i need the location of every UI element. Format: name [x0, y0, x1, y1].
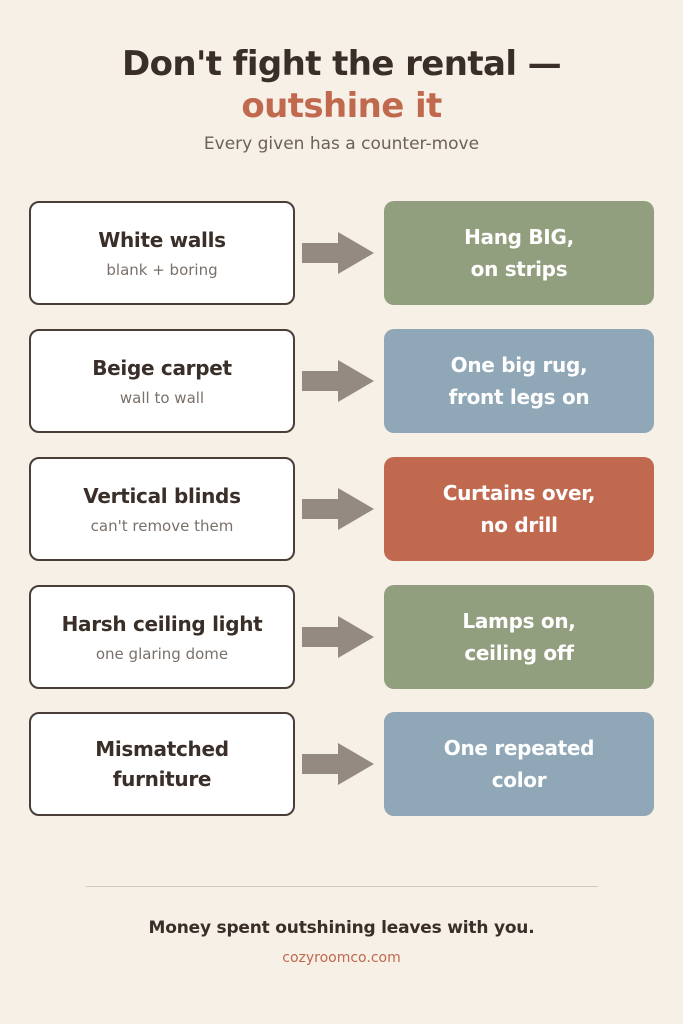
given-card: White walls blank + boring: [29, 201, 295, 305]
given-card: Beige carpet wall to wall: [29, 329, 295, 433]
comparison-row: Harsh ceiling light one glaring dome Lamps…: [29, 585, 654, 689]
comparison-row: Mismatched furniture One repeated color: [29, 712, 654, 816]
counter-move-card: One big rug, front legs on: [384, 329, 654, 433]
right-arrow-icon: [302, 232, 374, 274]
given-card: Mismatched furniture: [29, 712, 295, 816]
comparison-row: Beige carpet wall to wall One big rug, fro…: [29, 329, 654, 433]
given-title: White walls: [98, 228, 226, 252]
right-arrow-icon: [302, 743, 374, 785]
footer-tagline: Money spent outshining leaves with you.: [148, 918, 535, 938]
page-title: Don't fight the rental —: [121, 44, 562, 84]
right-arrow-icon: [302, 616, 374, 658]
page-subtitle: Every given has a counter-move: [203, 134, 480, 154]
counter-move-card: Curtains over, no drill: [384, 457, 654, 561]
counter-move-card: One repeated color: [384, 712, 654, 816]
footer-url: cozyroomco.com: [282, 950, 401, 966]
given-title: Harsh ceiling light: [61, 612, 263, 636]
comparison-row: Vertical blinds can't remove them Curtains…: [29, 457, 654, 561]
given-subtitle: one glaring dome: [95, 645, 229, 663]
right-arrow-icon: [302, 488, 374, 530]
given-card: Harsh ceiling light one glaring dome: [29, 585, 295, 689]
comparison-row: White walls blank + boring Hang BIG, on st…: [29, 201, 654, 305]
counter-move-card: Lamps on, ceiling off: [384, 585, 654, 689]
footer-divider: [86, 886, 598, 887]
given-subtitle: can't remove them: [90, 517, 234, 535]
given-title: Beige carpet: [92, 356, 232, 380]
given-card: Vertical blinds can't remove them: [29, 457, 295, 561]
page-title-accent: outshine it: [241, 86, 442, 126]
given-subtitle: wall to wall: [119, 389, 205, 407]
given-title: Mismatched furniture: [95, 737, 229, 791]
right-arrow-icon: [302, 360, 374, 402]
given-title: Vertical blinds: [83, 484, 241, 508]
counter-move-card: Hang BIG, on strips: [384, 201, 654, 305]
given-subtitle: blank + boring: [106, 261, 218, 279]
